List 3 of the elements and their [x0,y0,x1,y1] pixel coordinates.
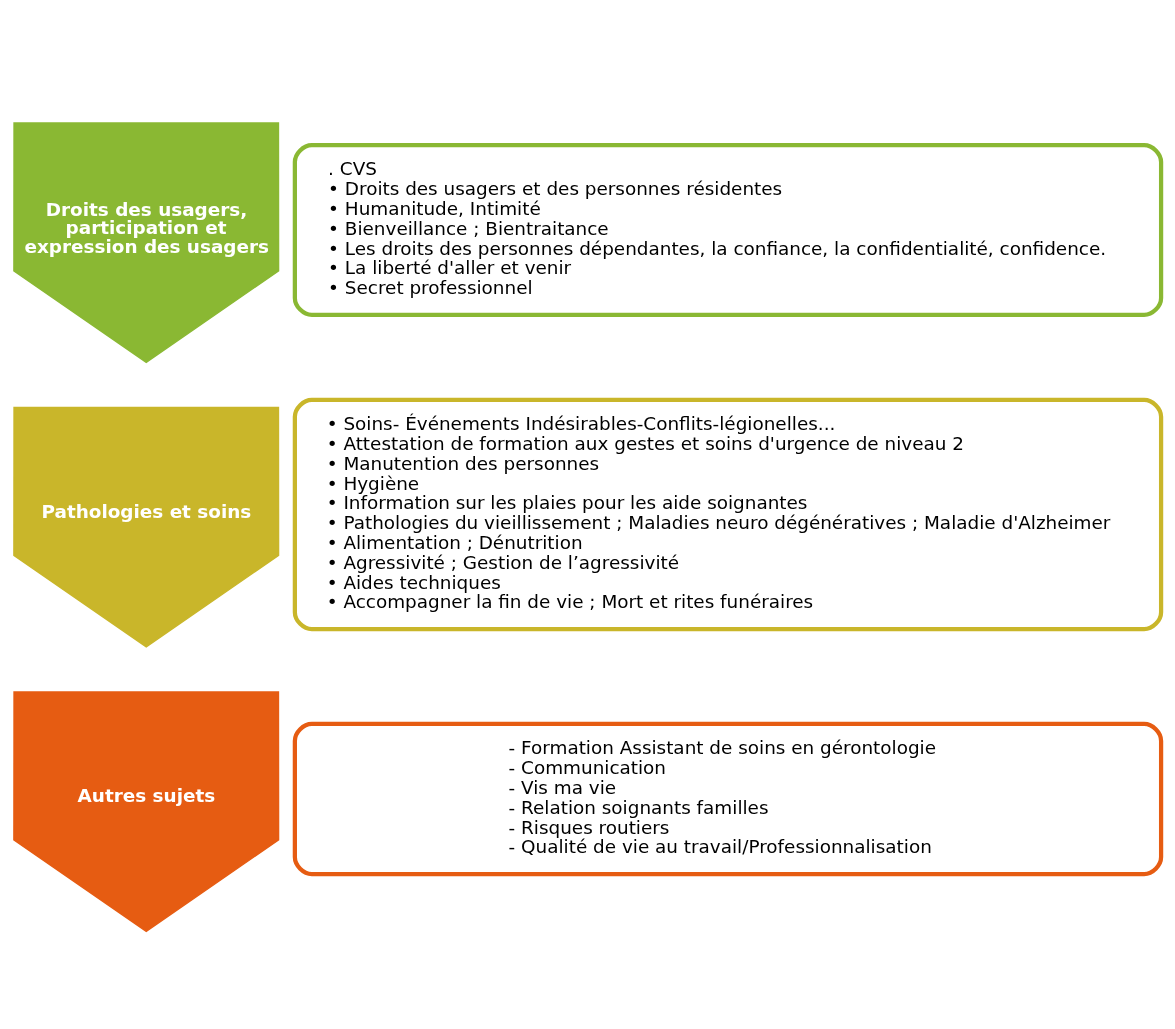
node-box: . CVS • Droits des usagers et des personnes résidentes • Humanitude, Intimité • Bienveillance ; Bientraitance • Les droits des personnes dépendantes, la confiance, la confidentialité, confidence. • La liberté d'aller et venir • Secret professionnel [292,142,1164,318]
node-box: • Soins- Événements Indésirables-Conflits-légionelles... • Attestation de formation aux gestes et soins d'urgence de niveau 2 • Manutention des personnes • Hygiène • Information sur les plaies pour les aide soignantes • Pathologies du vieillissement ; Maladies neuro dégénératives ; Maladie d'Alzheimer • Alimentation ; Dénutrition • Agressivité ; Gestion de l’agressivité • Aides techniques • Accompagner la fin de vie ; Mort et rites funéraires [292,397,1164,632]
node-box: - Formation Assistant de soins en gérontologie - Communication - Vis ma vie - Relation soignants familles - Risques routiers - Qualité de vie au travail/Professionnalisation [292,721,1164,877]
